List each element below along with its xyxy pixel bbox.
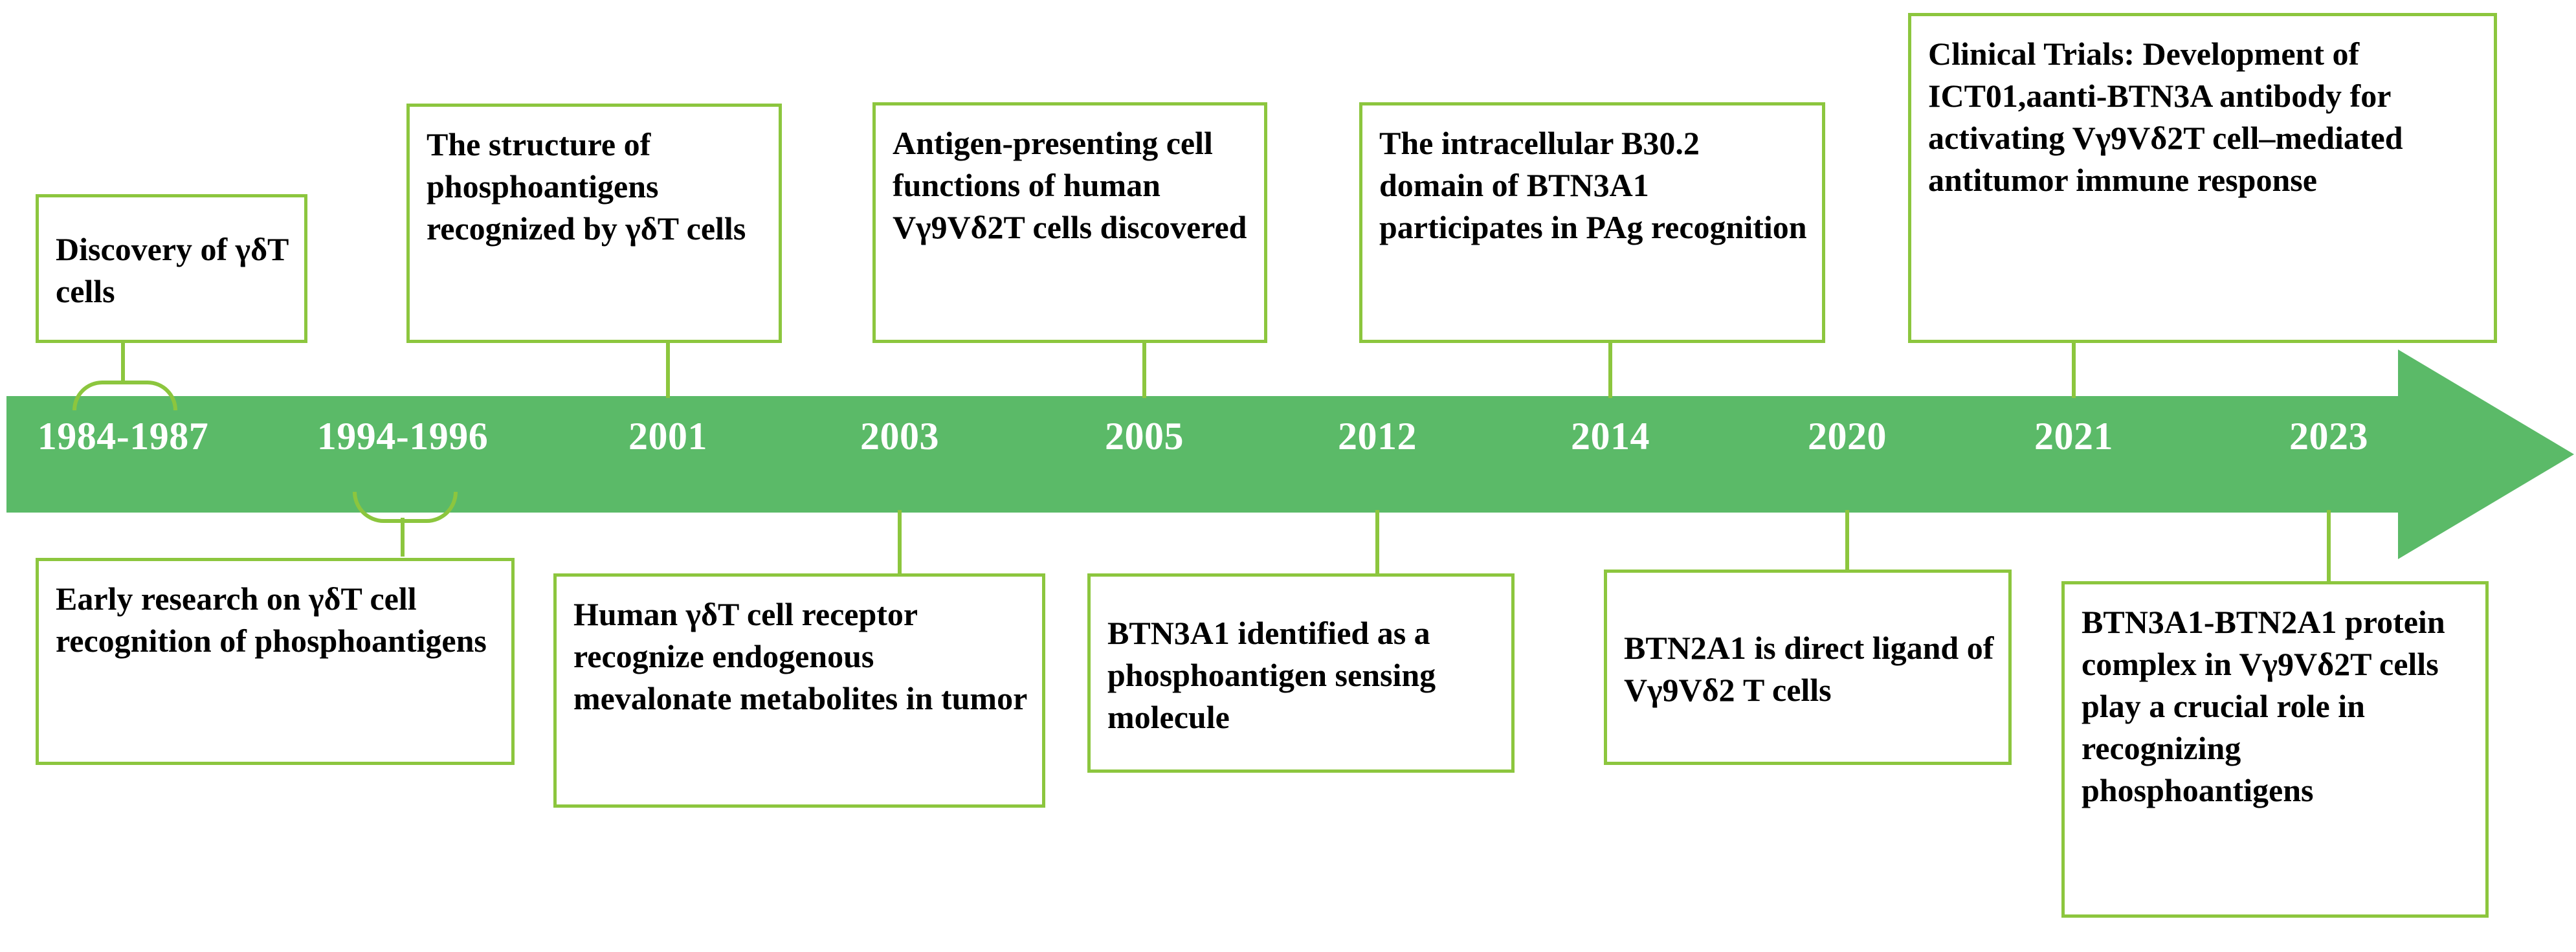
- event-box-below-2003[interactable]: Human γδT cell receptor recognize endoge…: [553, 573, 1045, 808]
- event-text: BTN3A1 identified as a phosphoantigen se…: [1107, 614, 1436, 735]
- connector-stem-2021: [2072, 340, 2076, 398]
- connector-bracket-1994-1996: [353, 492, 458, 523]
- year-label-2012: 2012: [1338, 415, 1417, 458]
- year-label-1984-1987: 1984-1987: [37, 415, 209, 458]
- event-text: Clinical Trials: Development of ICT01,aa…: [1928, 36, 2403, 198]
- event-box-above-2005[interactable]: Antigen-presenting cell functions of hum…: [872, 102, 1267, 343]
- event-box-below-1994-1996[interactable]: Early research on γδT cell recognition o…: [36, 558, 515, 765]
- event-text: Human γδT cell receptor recognize endoge…: [573, 596, 1028, 716]
- event-text: The intracellular B30.2 domain of BTN3A1…: [1379, 125, 1807, 245]
- year-label-2014: 2014: [1571, 415, 1650, 458]
- event-box-below-2020[interactable]: BTN2A1 is direct ligand of Vγ9Vδ2 T cell…: [1604, 570, 2012, 765]
- event-text: BTN2A1 is direct ligand of Vγ9Vδ2 T cell…: [1624, 630, 1994, 708]
- year-label-2020: 2020: [1808, 415, 1887, 458]
- event-text: Antigen-presenting cell functions of hum…: [893, 125, 1247, 245]
- event-text: BTN3A1-BTN2A1 protein complex in Vγ9Vδ2T…: [2082, 604, 2445, 808]
- event-box-below-2023[interactable]: BTN3A1-BTN2A1 protein complex in Vγ9Vδ2T…: [2061, 581, 2489, 918]
- year-label-2001: 2001: [628, 415, 707, 458]
- connector-stem-2014: [1608, 340, 1612, 398]
- connector-stem-2020: [1845, 510, 1849, 573]
- connector-stem-2003: [898, 510, 902, 573]
- connector-stem-1984-1987: [121, 340, 125, 382]
- event-box-above-2021[interactable]: Clinical Trials: Development of ICT01,aa…: [1908, 13, 2497, 343]
- year-label-1994-1996: 1994-1996: [316, 415, 489, 458]
- timeline-arrow-head: [2398, 349, 2574, 559]
- event-text: The structure of phosphoantigens recogni…: [427, 126, 746, 247]
- connector-stem-2023: [2327, 510, 2331, 581]
- event-text: Early research on γδT cell recognition o…: [56, 581, 487, 659]
- year-label-2021: 2021: [2034, 415, 2113, 458]
- event-box-above-2014[interactable]: The intracellular B30.2 domain of BTN3A1…: [1359, 102, 1825, 343]
- event-box-above-2001[interactable]: The structure of phosphoantigens recogni…: [406, 104, 782, 343]
- connector-bracket-1984-1987: [72, 381, 177, 410]
- event-box-below-2012[interactable]: BTN3A1 identified as a phosphoantigen se…: [1087, 573, 1515, 773]
- connector-stem-1994-1996: [401, 518, 405, 557]
- connector-stem-2005: [1142, 340, 1146, 398]
- connector-stem-2001: [666, 340, 670, 398]
- year-label-2023: 2023: [2289, 415, 2368, 458]
- year-label-2005: 2005: [1105, 415, 1184, 458]
- event-text: Discovery of γδT cells: [56, 231, 289, 309]
- connector-stem-2012: [1375, 510, 1379, 573]
- year-label-2003: 2003: [860, 415, 939, 458]
- event-box-above-1984-1987[interactable]: Discovery of γδT cells: [36, 194, 307, 343]
